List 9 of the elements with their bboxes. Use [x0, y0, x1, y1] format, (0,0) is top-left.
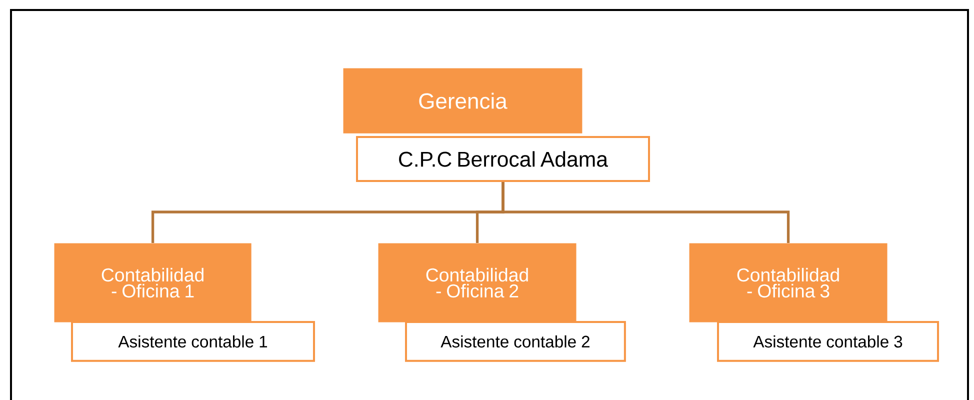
name-box: Asistente contable 3	[717, 321, 939, 362]
name-box: Asistente contable 2	[405, 321, 626, 362]
connector	[502, 182, 790, 243]
department-box: Gerencia	[343, 68, 582, 134]
name-box: C.P.C Berrocal Adama	[356, 136, 650, 182]
department-box: Contabilidad - Oficina 1	[54, 243, 252, 322]
department-box: Contabilidad - Oficina 2	[378, 243, 576, 322]
name-box: Asistente contable 1	[71, 321, 315, 362]
department-box: Contabilidad - Oficina 3	[689, 243, 888, 322]
